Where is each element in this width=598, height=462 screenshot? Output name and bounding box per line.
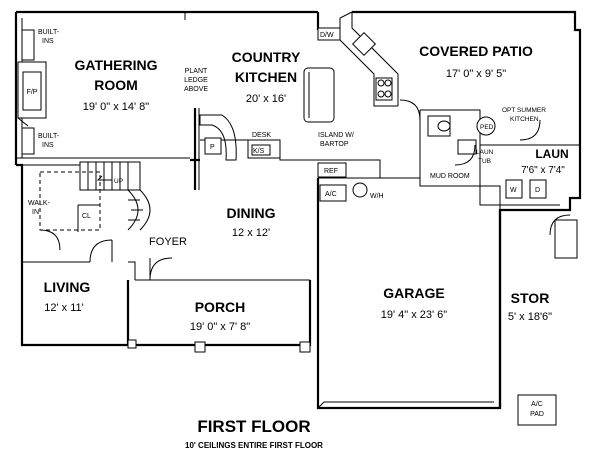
island-label-1: ISLAND W/ [318, 132, 354, 139]
ac-pad [517, 394, 557, 426]
plant-ledge-label-2: LEDGE [184, 77, 208, 84]
patio-dimensions: 17' 0" x 9' 5" [446, 68, 506, 80]
dishwasher-label: D/W [320, 32, 334, 39]
staircase [79, 161, 151, 231]
floor-subtitle: 10' CEILINGS ENTIRE FIRST FLOOR [185, 441, 323, 450]
builtins-top-label-2: INS [42, 38, 54, 45]
dryer-label: D [535, 187, 540, 194]
stairs-up-label: UP [114, 178, 123, 185]
patio-label: COVERED PATIO [419, 43, 533, 59]
doors [39, 119, 578, 281]
island-label-2: BARTOP [320, 141, 349, 148]
kitchen-label-1: COUNTRY [232, 49, 301, 65]
fireplace [17, 61, 47, 127]
builtins-bottom-label-1: BUILT- [38, 133, 60, 140]
storage-dimensions: 5' x 18'6" [508, 311, 552, 323]
desk-label: DESK [252, 132, 271, 139]
gathering-room-label-2: ROOM [94, 77, 138, 93]
ks-label: K/S [253, 148, 265, 155]
kitchen-label-2: KITCHEN [235, 69, 297, 85]
dining-label: DINING [227, 205, 276, 221]
laundry-label: LAUN [535, 147, 568, 161]
washer-label: W [510, 187, 517, 194]
walk-in-label-2: IN [32, 209, 39, 216]
kitchen-dimensions: 20' x 16' [246, 93, 286, 105]
living-label: LIVING [44, 279, 91, 295]
plant-ledge-label-3: ABOVE [184, 86, 208, 93]
gathering-room-label-1: GATHERING [75, 57, 158, 73]
builtins-top-label-1: BUILT- [38, 29, 60, 36]
laun-tub-label-2: TUB [478, 158, 491, 165]
pedestal-label: PED [480, 124, 494, 131]
refrigerator-label: REF [324, 168, 338, 175]
ac-label: A/C [325, 191, 337, 198]
porch-label: PORCH [195, 299, 246, 315]
porch-columns [127, 339, 311, 353]
laundry-dimensions: 7'6" x 7'4" [521, 165, 565, 176]
garage-label: GARAGE [383, 285, 444, 301]
living-dimensions: 12' x 11' [44, 302, 83, 314]
kitchen-fixtures [199, 11, 399, 202]
closet-label: CL [82, 213, 91, 220]
walk-in-label-1: WALK- [28, 200, 51, 207]
fixture-labels: BUILT- INS BUILT- INS F/P PLANT LEDGE AB… [27, 29, 547, 418]
laun-tub-label-1: LAUN [476, 149, 494, 156]
builtins-bottom-label-2: INS [42, 142, 54, 149]
dining-dimensions: 12 x 12' [232, 227, 270, 239]
foyer-label: FOYER [149, 236, 187, 248]
plant-ledge-label-1: PLANT [185, 68, 208, 75]
gathering-room-dimensions: 19' 0" x 14' 8" [83, 101, 150, 113]
mud-room-fixtures [399, 99, 547, 199]
garage-dimensions: 19' 4" x 23' 6" [381, 309, 448, 321]
ac-pad-label-1: A/C [531, 401, 543, 408]
ac-pad-label-2: PAD [530, 411, 544, 418]
storage-label: STOR [511, 290, 550, 306]
opt-summer-label-2: KITCHEN [510, 116, 539, 123]
mud-room-label: MUD ROOM [430, 173, 470, 180]
porch-dimensions: 19' 0" x 7' 8" [190, 321, 250, 333]
fireplace-label: F/P [27, 89, 38, 96]
pantry-label: P [210, 144, 215, 151]
room-labels: GATHERING ROOM 19' 0" x 14' 8" COUNTRY K… [44, 43, 569, 333]
opt-summer-label-1: OPT SUMMER [502, 107, 546, 114]
water-heater-label: W/H [370, 193, 384, 200]
floor-title: FIRST FLOOR [197, 417, 310, 436]
